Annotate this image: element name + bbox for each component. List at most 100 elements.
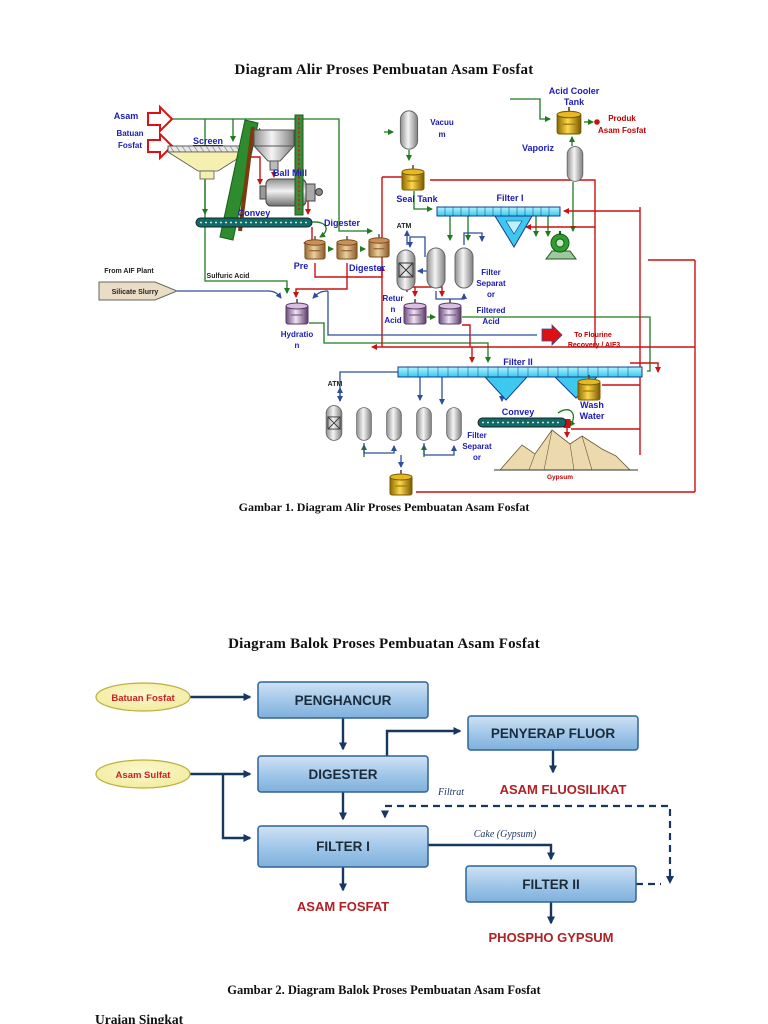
vacuum-label-1: Vacuu xyxy=(430,118,454,127)
flourine-label-1: To Flourine xyxy=(574,332,612,339)
hydration-tank xyxy=(285,298,309,325)
convey2-label: Convey xyxy=(502,407,535,417)
ball-mill-label: Ball Mill xyxy=(273,168,307,178)
hydration-label-1: Hydratio xyxy=(281,330,314,339)
filter2-block-label: FILTER II xyxy=(522,877,580,892)
blue-flow-lines xyxy=(177,230,537,468)
phospho-gypsum-output: PHOSPHO GYPSUM xyxy=(489,930,614,945)
circulation-pump xyxy=(545,231,577,260)
flourine-label-2: Recovery / AIF3 xyxy=(568,342,620,349)
vaporizer-label: Vaporiz xyxy=(522,143,555,153)
filtrat-edge-label: Filtrat xyxy=(437,787,464,798)
seal-tank-label: Seal Tank xyxy=(396,194,438,204)
input-ellipse-asam-sulfat: Asam Sulfat xyxy=(95,759,191,789)
block-digester: DIGESTER xyxy=(257,755,429,793)
produk-label-2: Asam Fosfat xyxy=(598,126,646,135)
block-filter2: FILTER II xyxy=(465,865,637,903)
bucket-elevator xyxy=(219,119,259,241)
sulfuric-acid-label: Sulfuric Acid xyxy=(207,273,250,280)
hydration-label-2: n xyxy=(295,341,300,350)
asam-fluosilikat-output: ASAM FLUOSILIKAT xyxy=(500,782,627,797)
mill-hopper xyxy=(252,129,296,171)
filter-separator1-label-1: Filter xyxy=(481,268,501,277)
figure1-caption: Gambar 1. Diagram Alir Proses Pembuatan … xyxy=(238,500,530,514)
from-aif-plant-label: From AIF Plant xyxy=(104,268,154,275)
digester-label: Digester xyxy=(349,263,386,273)
filter-separator2-label-2: Separat xyxy=(462,442,492,451)
filter2-belt xyxy=(397,366,643,401)
screen-label: Screen xyxy=(193,136,223,146)
penyerap-fluor-label: PENYERAP FLUOR xyxy=(491,726,616,741)
pre-digester-tank-2 xyxy=(336,236,358,260)
digester-top-label: Digester xyxy=(324,218,361,228)
return-acid-label-2: n xyxy=(391,305,396,314)
acid-collection-tank xyxy=(389,470,413,496)
batuan-fosfat-input-label: Batuan Fosfat xyxy=(111,693,175,704)
acid-cooler-label-2: Tank xyxy=(564,97,585,107)
pre-label: Pre xyxy=(294,261,309,271)
wash-column-3 xyxy=(416,407,432,441)
atm1-label: ATM xyxy=(397,223,412,230)
figure1-title: Diagram Alir Proses Pembuatan Asam Fosfa… xyxy=(234,62,534,78)
flash-cooler-column xyxy=(396,249,416,291)
filter-separator1-label-2: Separat xyxy=(476,279,506,288)
batuan-fosfat-label-2: Fosfat xyxy=(118,141,142,150)
figure2-caption: Gambar 2. Diagram Balok Proses Pembuatan… xyxy=(227,983,541,997)
product-outlet-dot xyxy=(594,119,600,125)
batuan-fosfat-label-1: Batuan xyxy=(116,129,143,138)
filter-separator2-label-3: or xyxy=(473,453,481,462)
acid-cooler-tank-shape xyxy=(556,107,582,135)
wash-column-2 xyxy=(386,407,402,441)
pre-digester-tank-1 xyxy=(304,236,326,260)
red-flow-lines xyxy=(248,124,696,493)
convey1-label: Convey xyxy=(238,208,271,218)
penghancur-label: PENGHANCUR xyxy=(295,693,392,708)
conveyor-1 xyxy=(195,217,313,228)
dashed-recycle-arrowhead xyxy=(666,876,674,884)
filter1-block-label: FILTER I xyxy=(316,839,370,854)
atm2-label: ATM xyxy=(328,381,343,388)
seal-tank-shape xyxy=(401,165,425,191)
acid-cooler-label-1: Acid Cooler xyxy=(549,86,600,96)
wash-column-4 xyxy=(446,407,462,441)
block-penyerap-fluor: PENYERAP FLUOR xyxy=(467,715,639,751)
condenser-column-2 xyxy=(454,247,474,289)
input-ellipse-batuan-fosfat: Batuan Fosfat xyxy=(95,682,191,712)
green-flow-lines xyxy=(172,98,651,457)
return-acid-tank xyxy=(403,298,427,325)
gypsum-pile xyxy=(494,429,638,471)
elevator-2 xyxy=(294,114,304,216)
asam-fosfat-output: ASAM FOSFAT xyxy=(297,899,389,914)
condenser-column-1 xyxy=(426,247,446,289)
conveyor-2 xyxy=(477,417,567,428)
digester-tank xyxy=(368,234,390,258)
filtered-acid-tank xyxy=(438,298,462,325)
asam-label: Asam xyxy=(114,111,139,121)
filter2-label: Filter II xyxy=(503,357,533,367)
vacuum-label-2: m xyxy=(438,130,445,139)
gypsum-label: Gypsum xyxy=(547,474,573,481)
figure2-title: Diagram Balok Proses Pembuatan Asam Fosf… xyxy=(228,636,540,652)
return-acid-label-3: Acid xyxy=(384,316,401,325)
flash-cooler-column-2 xyxy=(325,405,343,441)
filter1-belt xyxy=(436,206,561,248)
wash-water-label-2: Water xyxy=(580,411,605,421)
wash-column-1 xyxy=(356,407,372,441)
filtered-acid-label-2: Acid xyxy=(482,317,499,326)
wash-water-label-1: Wash xyxy=(580,400,604,410)
return-acid-label-1: Retur xyxy=(383,294,404,303)
gypsum-chute xyxy=(563,419,571,428)
screen-shape xyxy=(166,145,250,180)
asam-sulfat-input-label: Asam Sulfat xyxy=(116,770,172,781)
filtered-acid-label-1: Filtered xyxy=(477,306,506,315)
vacuum-vessel xyxy=(399,110,419,150)
feed-arrows xyxy=(147,104,174,161)
block-diagram: Batuan Fosfat Asam Sulfat PENGHANCUR DIG… xyxy=(95,681,674,945)
filter-separator1-label-3: or xyxy=(487,290,495,299)
ball-mill-shape xyxy=(259,178,323,207)
silicate-slurry-label: Silicate Slurry xyxy=(112,289,159,296)
cake-gypsum-edge-label: Cake (Gypsum) xyxy=(474,829,537,840)
produk-label-1: Produk xyxy=(608,114,636,123)
block-arrows xyxy=(190,693,674,925)
